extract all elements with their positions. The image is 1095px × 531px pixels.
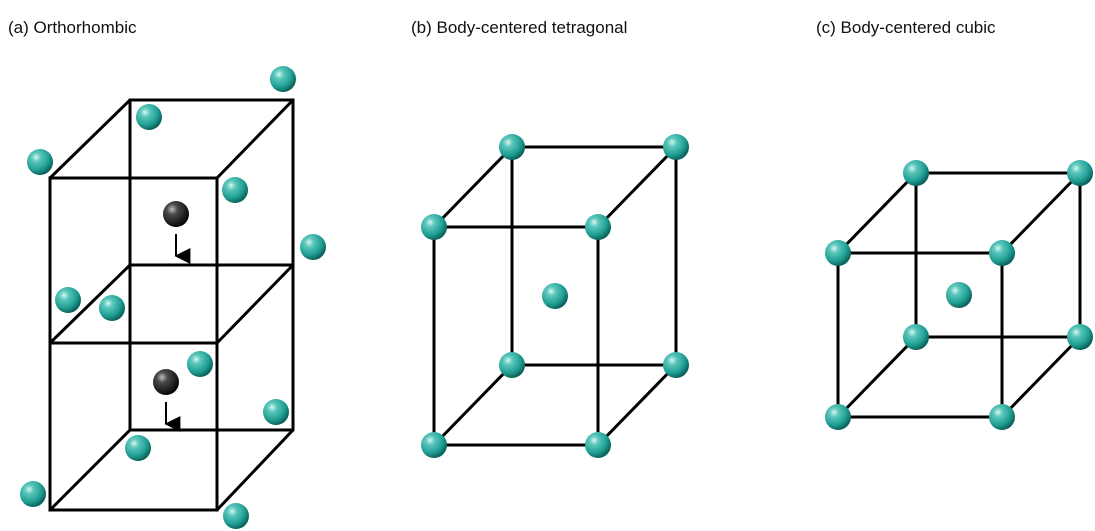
atom-front-top-left — [421, 214, 447, 240]
atom-back-top-right — [663, 134, 689, 160]
atom-front-mid-right — [187, 351, 213, 377]
atom-front-bottom-right — [989, 404, 1015, 430]
atom-front-bottom-left — [825, 404, 851, 430]
atom-back-mid-right — [300, 234, 326, 260]
atom-back-top-right — [270, 66, 296, 92]
atom-body-center — [542, 283, 568, 309]
atom-front-top-left — [825, 240, 851, 266]
atom-front-bottom-left — [20, 481, 46, 507]
atom-front-bottom-left — [421, 432, 447, 458]
moving-atom-lower — [153, 369, 179, 395]
atom-back-lower-right — [263, 399, 289, 425]
caption-body-centered-cubic: (c) Body-centered cubic — [816, 18, 996, 37]
orthorhombic-lattice — [20, 66, 326, 529]
atom-back-top-left — [136, 104, 162, 130]
atom-body-center — [946, 282, 972, 308]
caption-orthorhombic: (a) Orthorhombic — [8, 18, 137, 37]
atom-back-mid-left — [99, 295, 125, 321]
atom-front-bottom-right — [223, 503, 249, 529]
atom-back-top-right — [1067, 160, 1093, 186]
atom-front-top-right — [585, 214, 611, 240]
atom-back-bottom-left — [903, 324, 929, 350]
bct-lattice — [421, 134, 689, 458]
atom-front-mid-left — [55, 287, 81, 313]
atom-front-bottom-right — [585, 432, 611, 458]
atom-back-bottom-left — [499, 352, 525, 378]
atom-back-bottom-right — [1067, 324, 1093, 350]
atom-back-top-left — [499, 134, 525, 160]
atom-front-top-right — [222, 177, 248, 203]
caption-body-centered-tetragonal: (b) Body-centered tetragonal — [411, 18, 628, 37]
atom-front-top-left — [27, 149, 53, 175]
atom-back-bottom-right — [663, 352, 689, 378]
atom-front-top-right — [989, 240, 1015, 266]
moving-atom-upper — [163, 201, 189, 227]
atom-back-top-left — [903, 160, 929, 186]
atom-back-lower-left — [125, 435, 151, 461]
bcc-lattice — [825, 160, 1093, 430]
